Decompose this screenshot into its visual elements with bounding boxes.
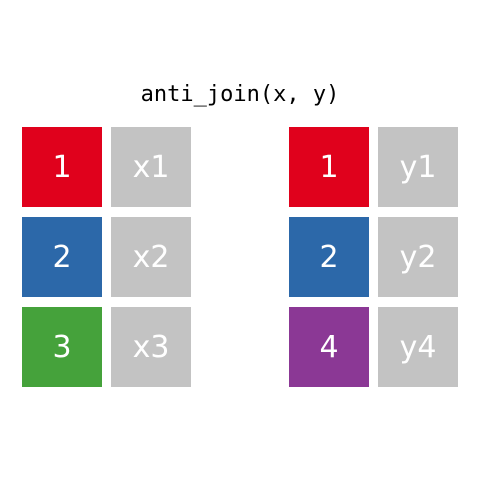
table-y: 1 y1 2 y2 4 y4 xyxy=(289,127,458,397)
table-x-row: 3 x3 xyxy=(22,307,191,387)
table-x-row: 2 x2 xyxy=(22,217,191,297)
y-value-cell: y4 xyxy=(378,307,458,387)
y-value-cell: y1 xyxy=(378,127,458,207)
y-key-cell: 1 xyxy=(289,127,369,207)
table-x-row: 1 x1 xyxy=(22,127,191,207)
table-x: 1 x1 2 x2 3 x3 xyxy=(22,127,191,397)
x-value-cell: x2 xyxy=(111,217,191,297)
y-value-cell: y2 xyxy=(378,217,458,297)
table-y-row: 4 y4 xyxy=(289,307,458,387)
table-y-row: 2 y2 xyxy=(289,217,458,297)
diagram-title: anti_join(x, y) xyxy=(140,82,340,107)
x-value-cell: x3 xyxy=(111,307,191,387)
x-key-cell: 2 xyxy=(22,217,102,297)
y-key-cell: 2 xyxy=(289,217,369,297)
x-key-cell: 1 xyxy=(22,127,102,207)
x-value-cell: x1 xyxy=(111,127,191,207)
table-y-row: 1 y1 xyxy=(289,127,458,207)
x-key-cell: 3 xyxy=(22,307,102,387)
y-key-cell: 4 xyxy=(289,307,369,387)
